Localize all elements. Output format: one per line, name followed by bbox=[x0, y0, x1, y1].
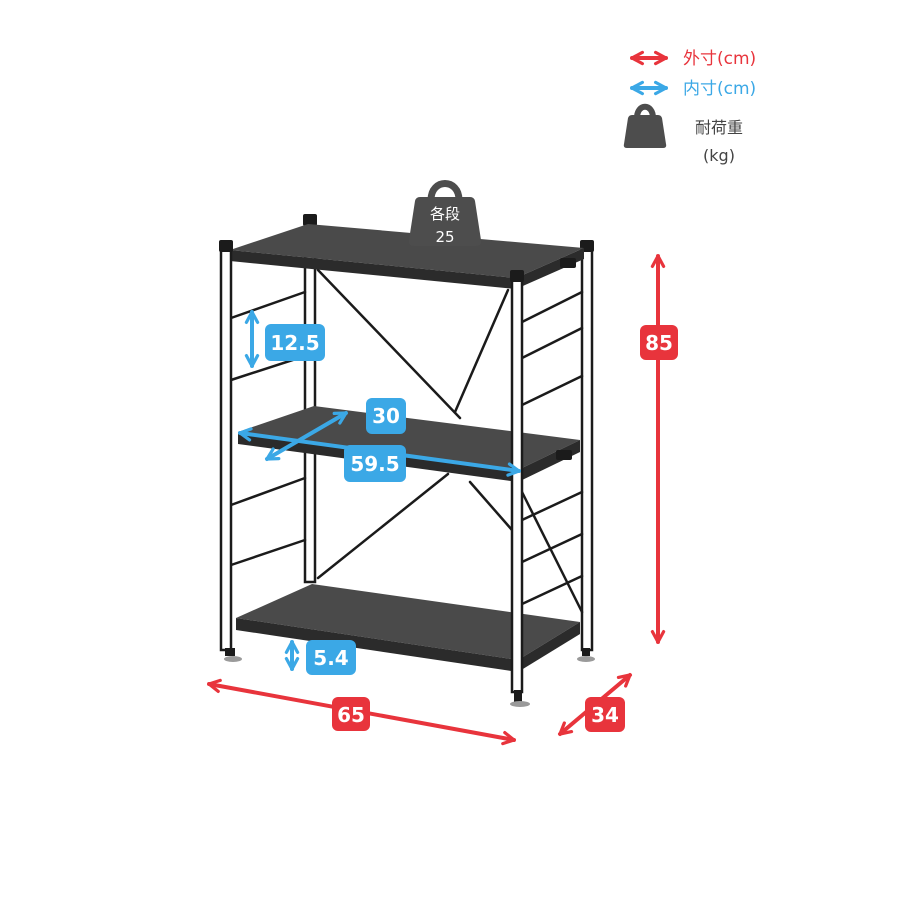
top-shelf-board bbox=[230, 224, 584, 289]
legend-inner: 内寸(cm) bbox=[630, 79, 756, 99]
load-badge: 各段 25 bbox=[408, 180, 482, 246]
legend-outer: 外寸(cm) bbox=[630, 49, 756, 69]
back-cross-brace-lower bbox=[316, 472, 514, 580]
outer-dimension-height: 85 bbox=[640, 254, 678, 644]
outer-dimension-depth: 34 bbox=[558, 673, 632, 736]
inner-dimension-shelf-spacing: 12.5 bbox=[244, 310, 325, 368]
legend: 外寸(cm) 内寸(cm) 耐荷重 (kg) bbox=[623, 49, 756, 165]
shelf-unit bbox=[219, 214, 595, 707]
back-cross-brace-upper bbox=[316, 268, 510, 420]
outer-height-value: 85 bbox=[645, 331, 673, 355]
legend-load: 耐荷重 (kg) bbox=[623, 103, 743, 165]
shelf-spacing-value: 12.5 bbox=[270, 331, 319, 355]
front-left-post bbox=[219, 240, 242, 662]
outer-dimension-width: 65 bbox=[207, 678, 516, 746]
back-left-post bbox=[303, 214, 317, 584]
inner-dimension-width-label: 59.5 bbox=[344, 445, 406, 482]
weight-icon bbox=[408, 180, 482, 246]
inner-width-value: 59.5 bbox=[350, 452, 399, 476]
inner-depth-arrow bbox=[265, 411, 348, 461]
outer-depth-badge bbox=[585, 697, 625, 732]
floor-clearance-value: 5.4 bbox=[313, 646, 348, 670]
weight-icon bbox=[623, 103, 667, 148]
legend-load-unit: (kg) bbox=[703, 146, 735, 165]
outer-height-badge bbox=[640, 325, 678, 360]
shelf-spacing-badge bbox=[265, 324, 325, 361]
load-badge-label: 各段 bbox=[430, 205, 460, 223]
right-side-rungs bbox=[520, 290, 584, 614]
inner-dimension-depth: 30 bbox=[265, 398, 406, 461]
inner-dimension-floor-clearance: 5.4 bbox=[284, 640, 356, 675]
inner-depth-value: 30 bbox=[372, 404, 400, 428]
load-badge-value: 25 bbox=[435, 228, 454, 246]
legend-inner-label: 内寸(cm) bbox=[683, 79, 756, 99]
floor-clearance-badge bbox=[306, 640, 356, 675]
outer-width-value: 65 bbox=[337, 703, 365, 727]
outer-width-badge bbox=[332, 697, 370, 731]
inner-depth-badge bbox=[366, 398, 406, 434]
legend-outer-label: 外寸(cm) bbox=[683, 49, 756, 69]
inner-width-badge bbox=[344, 445, 406, 482]
back-right-post bbox=[577, 240, 595, 662]
bottom-shelf-board bbox=[236, 584, 580, 672]
outer-depth-value: 34 bbox=[591, 703, 619, 727]
legend-load-label: 耐荷重 bbox=[695, 118, 743, 137]
